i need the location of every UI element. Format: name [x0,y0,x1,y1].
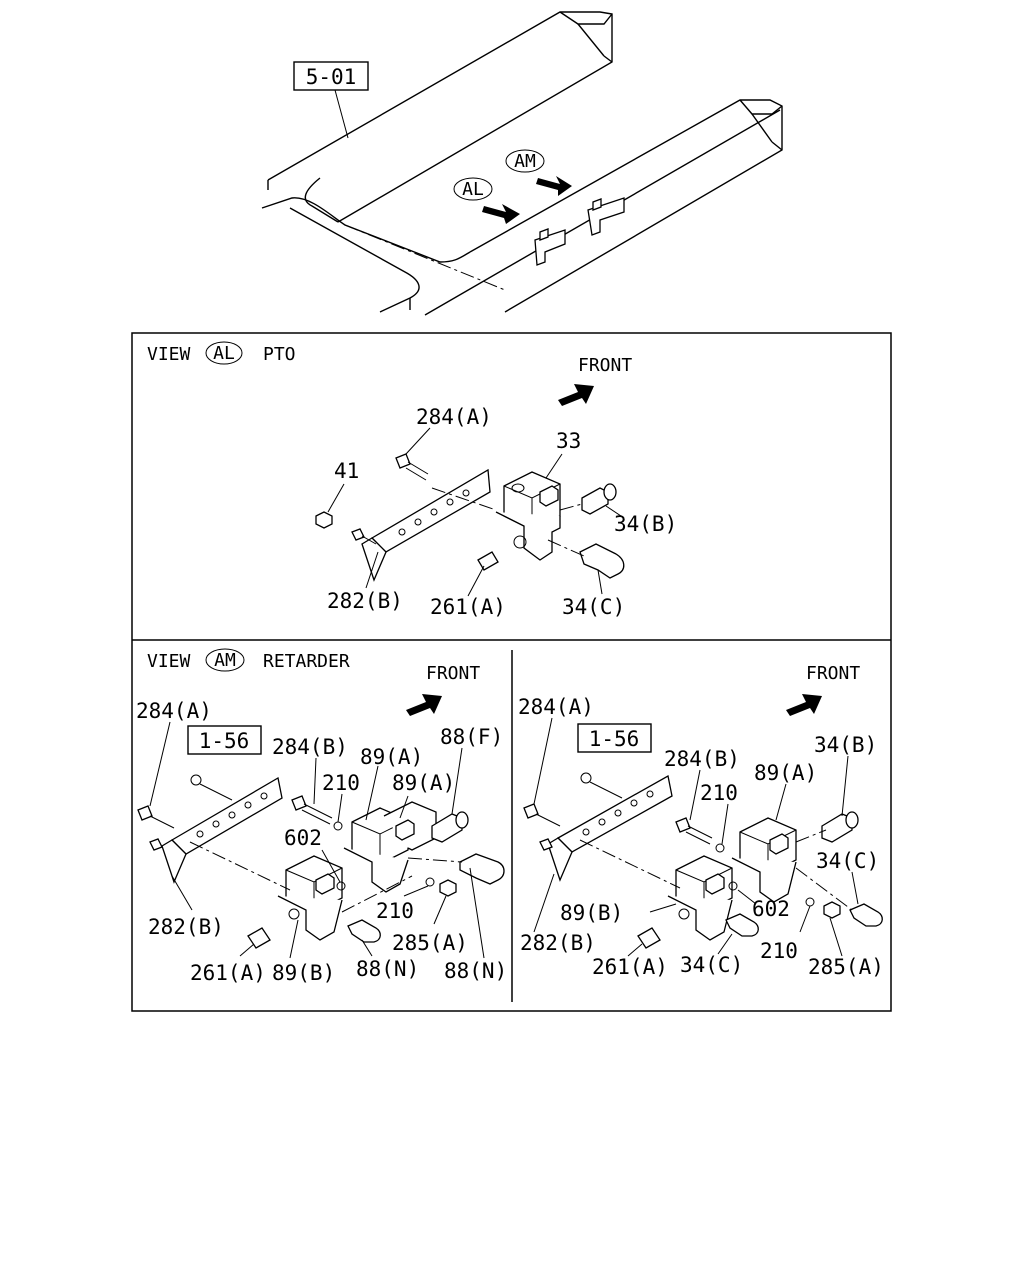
label-210: 210 [376,899,414,923]
label-284a: 284(A) [136,699,212,723]
ref-box-label: 5-01 [306,65,357,89]
label-261a: 261(A) [190,961,266,985]
label-261a: 261(A) [430,595,506,619]
label-284a: 284(A) [416,405,492,429]
ref-box-5-01: 5-01 [293,61,369,91]
panel-retarder-left-front-label: FRONT [426,663,480,684]
label-602: 602 [284,826,322,850]
ref-box-1-56-left: 1-56 [199,729,250,753]
panel-retarder-left: VIEW AM RETARDER FRONT 1-56 [136,648,507,985]
label-210: 210 [322,771,360,795]
label-34c: 34(C) [680,953,743,977]
panel-frame [131,332,892,1012]
panel-pto-front-label: FRONT [578,355,632,376]
view-marker-al-label: AL [462,179,484,200]
panel-retarder-title: RETARDER [263,651,350,672]
panel-pto-view-letter: AL [213,343,235,364]
label-34c: 34(C) [816,849,879,873]
panel-pto: VIEW AL PTO FRONT [147,341,677,619]
label-284b: 284(B) [664,747,740,771]
panel-retarder-view-word: VIEW [147,651,191,672]
label-285a: 285(A) [392,931,468,955]
label-89b: 89(B) [560,901,623,925]
label-282b: 282(B) [520,931,596,955]
label-261a: 261(A) [592,955,668,979]
label-285a: 285(A) [808,955,884,979]
label-284a: 284(A) [518,695,594,719]
view-marker-am-label: AM [514,151,536,172]
label-34b: 34(B) [614,512,677,536]
front-arrow-icon [558,384,594,406]
label-89a: 89(A) [360,745,423,769]
ref-box-1-56-right: 1-56 [589,727,640,751]
label-34b: 34(B) [814,733,877,757]
label-34c: 34(C) [562,595,625,619]
label-41: 41 [334,459,359,483]
panel-pto-title: PTO [263,344,296,365]
panel-retarder-right: FRONT 1-56 [518,663,884,979]
label-88n: 88(N) [356,957,419,981]
panel-retarder-view-letter: AM [214,650,236,671]
front-arrow-icon [406,694,442,716]
label-89a: 89(A) [392,771,455,795]
label-282b: 282(B) [148,915,224,939]
panel-retarder-right-front-label: FRONT [806,663,860,684]
label-88f: 88(F) [440,725,503,749]
label-89a: 89(A) [754,761,817,785]
label-282b: 282(B) [327,589,403,613]
label-89b: 89(B) [272,961,335,985]
label-33: 33 [556,429,581,453]
label-284b: 284(B) [272,735,348,759]
front-arrow-icon [786,694,822,716]
label-88n: 88(N) [444,959,507,983]
label-210: 210 [700,781,738,805]
view-marker-al: AL [453,177,493,201]
panel-pto-view-word: VIEW [147,344,191,365]
chassis-frame-drawing [261,11,783,316]
view-marker-am: AM [505,149,545,173]
label-602: 602 [752,897,790,921]
label-210: 210 [760,939,798,963]
